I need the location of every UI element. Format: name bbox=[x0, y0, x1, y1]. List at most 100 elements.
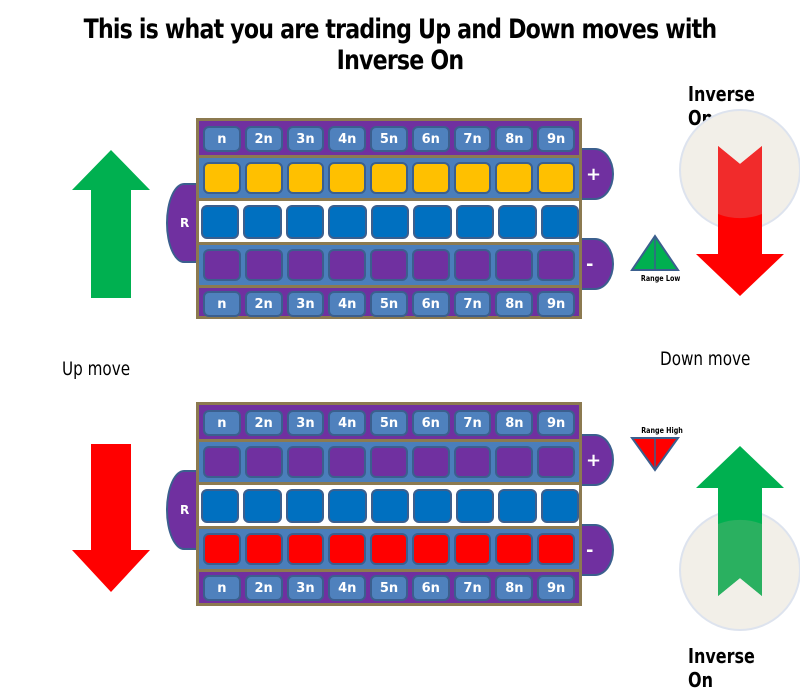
red-cell bbox=[244, 533, 283, 565]
multiplier-cell: 3n bbox=[286, 291, 325, 317]
up-move-caption: Up move bbox=[62, 358, 131, 380]
blue-cell bbox=[370, 488, 410, 523]
multiplier-cell: 7n bbox=[453, 291, 492, 317]
inverse-down-arrow-icon bbox=[679, 109, 800, 296]
multiplier-cell: 4n bbox=[328, 291, 367, 317]
multiplier-cell: 8n bbox=[495, 410, 534, 436]
blue-cell bbox=[201, 204, 240, 239]
multiplier-cell: 4n bbox=[328, 575, 367, 601]
blue-cell bbox=[328, 488, 367, 523]
blue-cell bbox=[498, 488, 537, 523]
purple-cell bbox=[495, 446, 534, 478]
blue-cell bbox=[243, 488, 282, 523]
blue-cell bbox=[455, 204, 495, 239]
multiplier-cell: 2n bbox=[244, 126, 283, 152]
purple-row bbox=[199, 242, 579, 288]
range-low-label: Range Low bbox=[640, 274, 681, 283]
red-row bbox=[199, 526, 579, 572]
yellow-cell bbox=[244, 162, 283, 194]
multiplier-cell: 5n bbox=[370, 126, 408, 152]
blue-cell bbox=[370, 204, 410, 239]
multiplier-cell: 4n bbox=[328, 410, 367, 436]
multiplier-cell: 4n bbox=[328, 126, 367, 152]
range-high-triangle-icon bbox=[630, 437, 680, 472]
purple-cell bbox=[537, 249, 576, 281]
multiplier-cell: n bbox=[203, 291, 241, 317]
multiplier-cell: 6n bbox=[411, 126, 450, 152]
purple-cell bbox=[537, 446, 576, 478]
multiplier-cell: 7n bbox=[453, 126, 492, 152]
multiplier-cell: 9n bbox=[537, 126, 576, 152]
multiplier-cell: 3n bbox=[286, 410, 325, 436]
purple-cell bbox=[203, 446, 241, 478]
multiplier-cell: 2n bbox=[244, 291, 283, 317]
blue-cell bbox=[413, 204, 452, 239]
red-cell bbox=[203, 533, 241, 565]
multiplier-cell: n bbox=[203, 575, 241, 601]
multiplier-cell: 5n bbox=[370, 291, 408, 317]
bottom-minus-tab: - bbox=[576, 524, 614, 576]
yellow-cell bbox=[453, 162, 492, 194]
yellow-cell bbox=[495, 162, 534, 194]
red-cell bbox=[537, 533, 576, 565]
purple-cell bbox=[286, 446, 325, 478]
blue-cell bbox=[285, 204, 325, 239]
yellow-cell bbox=[203, 162, 241, 194]
plus-label: + bbox=[586, 163, 602, 185]
blue-cell bbox=[498, 204, 537, 239]
multiplier-cell: 6n bbox=[411, 575, 450, 601]
purple-cell bbox=[370, 446, 408, 478]
down-move-caption: Down move bbox=[660, 348, 751, 370]
purple-cell bbox=[453, 446, 492, 478]
multiplier-cell: 9n bbox=[537, 410, 576, 436]
red-cell bbox=[370, 533, 408, 565]
yellow-row bbox=[199, 155, 579, 201]
multiplier-cell: 5n bbox=[370, 575, 408, 601]
red-cell bbox=[495, 533, 534, 565]
multiplier-cell: 2n bbox=[244, 410, 283, 436]
multiplier-cell: 8n bbox=[495, 291, 534, 317]
multiplier-cell: 7n bbox=[453, 410, 492, 436]
purple-cell bbox=[328, 446, 367, 478]
blue-cell bbox=[455, 488, 495, 523]
purple-cell bbox=[495, 249, 534, 281]
purple-row bbox=[199, 439, 579, 485]
yellow-cell bbox=[537, 162, 576, 194]
multiplier-cell: 6n bbox=[411, 291, 450, 317]
yellow-cell bbox=[328, 162, 367, 194]
range-high-label: Range High bbox=[641, 426, 683, 435]
multiplier-cell: n bbox=[203, 126, 241, 152]
minus-label: - bbox=[586, 253, 594, 275]
multiplier-cell: 3n bbox=[286, 126, 325, 152]
blue-cell bbox=[328, 204, 367, 239]
top-minus-tab: - bbox=[576, 238, 614, 290]
blue-cell bbox=[540, 204, 579, 239]
multiplier-cell: 7n bbox=[453, 575, 492, 601]
green-up-arrow-icon bbox=[72, 150, 150, 298]
multiplier-cell: n bbox=[203, 410, 241, 436]
multiplier-cell: 5n bbox=[370, 410, 408, 436]
red-cell bbox=[286, 533, 325, 565]
purple-cell bbox=[328, 249, 367, 281]
minus-label: - bbox=[586, 539, 594, 561]
inverse-on-bottom-label: Inverse On bbox=[688, 644, 755, 692]
blue-row bbox=[199, 201, 579, 242]
r-label: R bbox=[180, 216, 190, 230]
purple-cell bbox=[286, 249, 325, 281]
multiplier-cell: 9n bbox=[537, 291, 576, 317]
inverse-up-arrow-icon bbox=[679, 446, 800, 631]
yellow-cell bbox=[411, 162, 450, 194]
multiplier-cell: 6n bbox=[411, 410, 450, 436]
red-cell bbox=[453, 533, 492, 565]
purple-cell bbox=[244, 249, 283, 281]
purple-cell bbox=[244, 446, 283, 478]
multiplier-cell: 3n bbox=[286, 575, 325, 601]
plus-label: + bbox=[586, 449, 602, 471]
range-low-triangle-icon bbox=[630, 234, 680, 271]
blue-cell bbox=[285, 488, 325, 523]
